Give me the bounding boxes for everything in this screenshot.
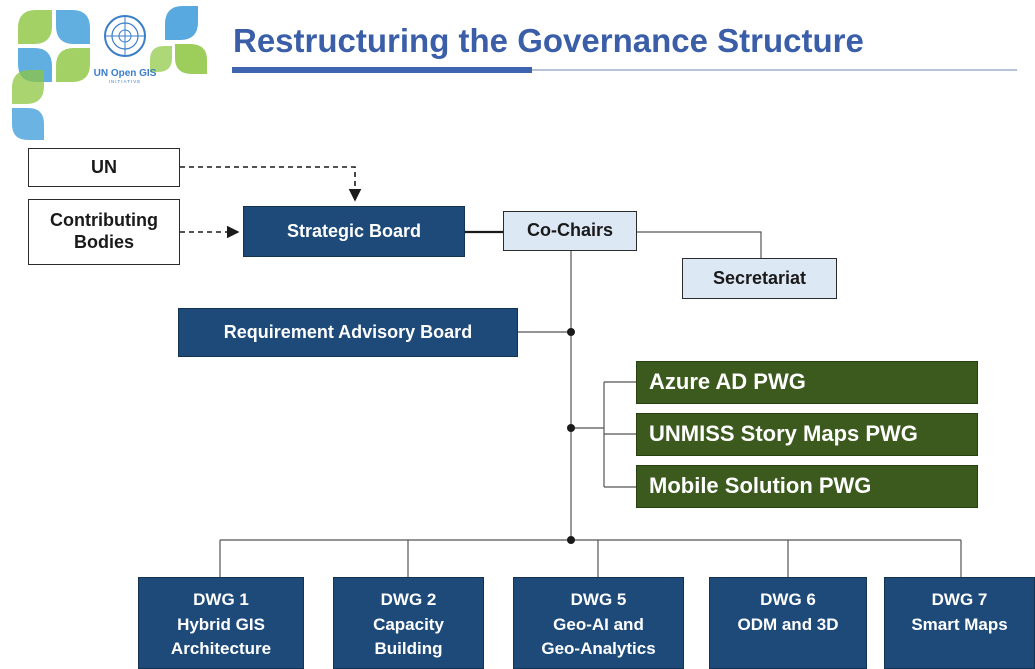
secretariat-box: Secretariat xyxy=(682,258,837,299)
dwg-id: DWG 2 xyxy=(380,590,437,609)
secretariat-label: Secretariat xyxy=(712,267,807,288)
pwg-label: Mobile Solution PWG xyxy=(649,473,872,499)
junction-dot-1 xyxy=(567,328,575,336)
logo-text: UN Open GIS xyxy=(93,68,157,79)
pwg-label: UNMISS Story Maps PWG xyxy=(649,421,918,447)
un-label: UN xyxy=(91,156,117,177)
contributing-bodies-box: Contributing Bodies xyxy=(28,199,180,265)
dwg-line1: Smart Maps xyxy=(911,614,1008,634)
junction-dot-3 xyxy=(567,536,575,544)
contributing-bodies-label: Contributing Bodies xyxy=(50,210,158,252)
dwg-line2: Building xyxy=(374,639,443,659)
page-title: Restructuring the Governance Structure xyxy=(233,22,864,59)
dwg-id: DWG 7 xyxy=(931,590,988,609)
pwg-label: Azure AD PWG xyxy=(649,369,806,395)
dwg-box-5: DWG 5 Geo-AI and Geo-Analytics xyxy=(513,577,684,669)
dwg-id: DWG 1 xyxy=(193,590,249,609)
dwg-line1: Geo-AI and xyxy=(553,614,644,634)
co-chairs-box: Co-Chairs xyxy=(503,211,637,251)
junction-dot-2 xyxy=(567,424,575,432)
dwg-box-6: DWG 6 ODM and 3D xyxy=(709,577,867,669)
dwg-line1: Hybrid GIS xyxy=(177,614,265,634)
co-chairs-to-secretariat-line xyxy=(637,231,762,258)
dwg-box-2: DWG 2 Capacity Building xyxy=(333,577,484,669)
co-chairs-label: Co-Chairs xyxy=(526,220,613,241)
dwg-box-1: DWG 1 Hybrid GIS Architecture xyxy=(138,577,304,669)
dwg-id: DWG 5 xyxy=(570,590,627,609)
pwg-box-azure-ad: Azure AD PWG xyxy=(636,361,978,404)
dwg-line2: Architecture xyxy=(170,639,272,659)
requirement-advisory-board-label: Requirement Advisory Board xyxy=(223,321,473,342)
strategic-board-box: Strategic Board xyxy=(243,206,465,257)
un-to-strategic-board-arrow xyxy=(180,166,362,202)
logo-leaf-pattern xyxy=(12,6,207,140)
dwg-line1: ODM and 3D xyxy=(737,614,839,634)
dwg-id: DWG 6 xyxy=(760,590,816,609)
title-underline-rule xyxy=(532,69,1017,71)
pwg-box-unmiss-story-maps: UNMISS Story Maps PWG xyxy=(636,413,978,456)
pwg-box-mobile-solution: Mobile Solution PWG xyxy=(636,465,978,508)
dwg-box-7: DWG 7 Smart Maps xyxy=(884,577,1035,669)
un-open-gis-logo: UN Open GIS INITIATIVE xyxy=(0,0,225,150)
strategic-board-label: Strategic Board xyxy=(286,220,422,241)
logo-subtext: INITIATIVE xyxy=(108,79,142,84)
requirement-advisory-board-box: Requirement Advisory Board xyxy=(178,308,518,357)
dwg-line1: Capacity xyxy=(373,614,444,634)
un-box: UN xyxy=(28,148,180,187)
title-underline-accent xyxy=(232,67,532,73)
dwg-line2: Geo-Analytics xyxy=(541,639,656,659)
